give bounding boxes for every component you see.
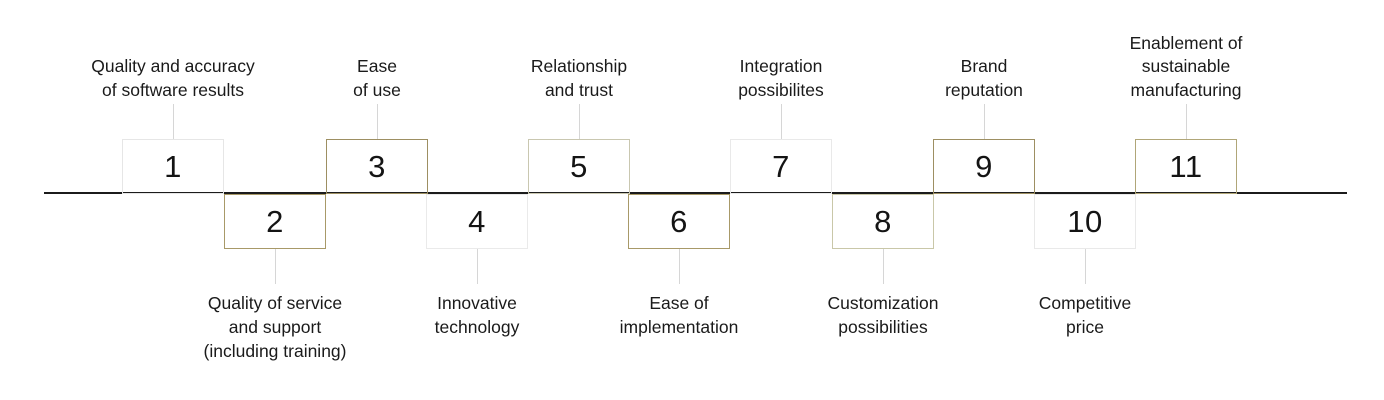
rank-box-4[interactable]: 4 xyxy=(426,194,528,249)
criteria-label-8: Customization possibilities xyxy=(827,293,939,337)
connector-stem-11 xyxy=(1186,104,1187,139)
criteria-label-5: Relationship and trust xyxy=(530,56,628,101)
rank-box-11[interactable]: 11 xyxy=(1135,139,1237,194)
rank-number-2: 2 xyxy=(266,204,284,239)
rank-number-4: 4 xyxy=(468,204,486,239)
rank-number-9: 9 xyxy=(975,149,993,184)
connector-stem-1 xyxy=(173,104,174,139)
rank-number-1: 1 xyxy=(164,149,182,184)
connector-stem-3 xyxy=(377,104,378,139)
connector-stem-7 xyxy=(781,104,782,139)
connector-stem-6 xyxy=(679,249,680,284)
rank-box-2[interactable]: 2 xyxy=(224,194,326,249)
rank-box-10[interactable]: 10 xyxy=(1034,194,1136,249)
criteria-label-3: Ease of use xyxy=(353,56,401,101)
criteria-label-7: Integration possibilites xyxy=(738,56,824,101)
rank-number-11: 11 xyxy=(1169,149,1203,184)
rank-box-3[interactable]: 3 xyxy=(326,139,428,194)
rank-number-6: 6 xyxy=(670,204,688,239)
criteria-label-9: Brand reputation xyxy=(945,56,1023,101)
criteria-label-2: Quality of service and support (includin… xyxy=(203,293,347,361)
rank-box-1[interactable]: 1 xyxy=(122,139,224,194)
criteria-label-1: Quality and accuracy of software results xyxy=(91,56,255,101)
connector-stem-4 xyxy=(477,249,478,284)
criteria-label-11: Enablement of sustainable manufacturing xyxy=(1129,32,1243,101)
rank-number-8: 8 xyxy=(874,204,892,239)
rank-box-5[interactable]: 5 xyxy=(528,139,630,194)
criteria-label-6: Ease of implementation xyxy=(619,293,739,337)
rank-box-6[interactable]: 6 xyxy=(628,194,730,249)
connector-stem-9 xyxy=(984,104,985,139)
connector-stem-8 xyxy=(883,249,884,284)
rank-number-7: 7 xyxy=(772,149,790,184)
rank-box-8[interactable]: 8 xyxy=(832,194,934,249)
rank-number-5: 5 xyxy=(570,149,588,184)
connector-stem-10 xyxy=(1085,249,1086,284)
criteria-label-10: Competitive price xyxy=(1038,293,1132,337)
connector-stem-2 xyxy=(275,249,276,284)
rank-number-3: 3 xyxy=(368,149,386,184)
rank-box-7[interactable]: 7 xyxy=(730,139,832,194)
criteria-label-4: Innovative technology xyxy=(434,293,520,337)
rank-number-10: 10 xyxy=(1067,204,1103,239)
horizontal-baseline xyxy=(44,192,1347,194)
connector-stem-5 xyxy=(579,104,580,139)
rank-box-9[interactable]: 9 xyxy=(933,139,1035,194)
